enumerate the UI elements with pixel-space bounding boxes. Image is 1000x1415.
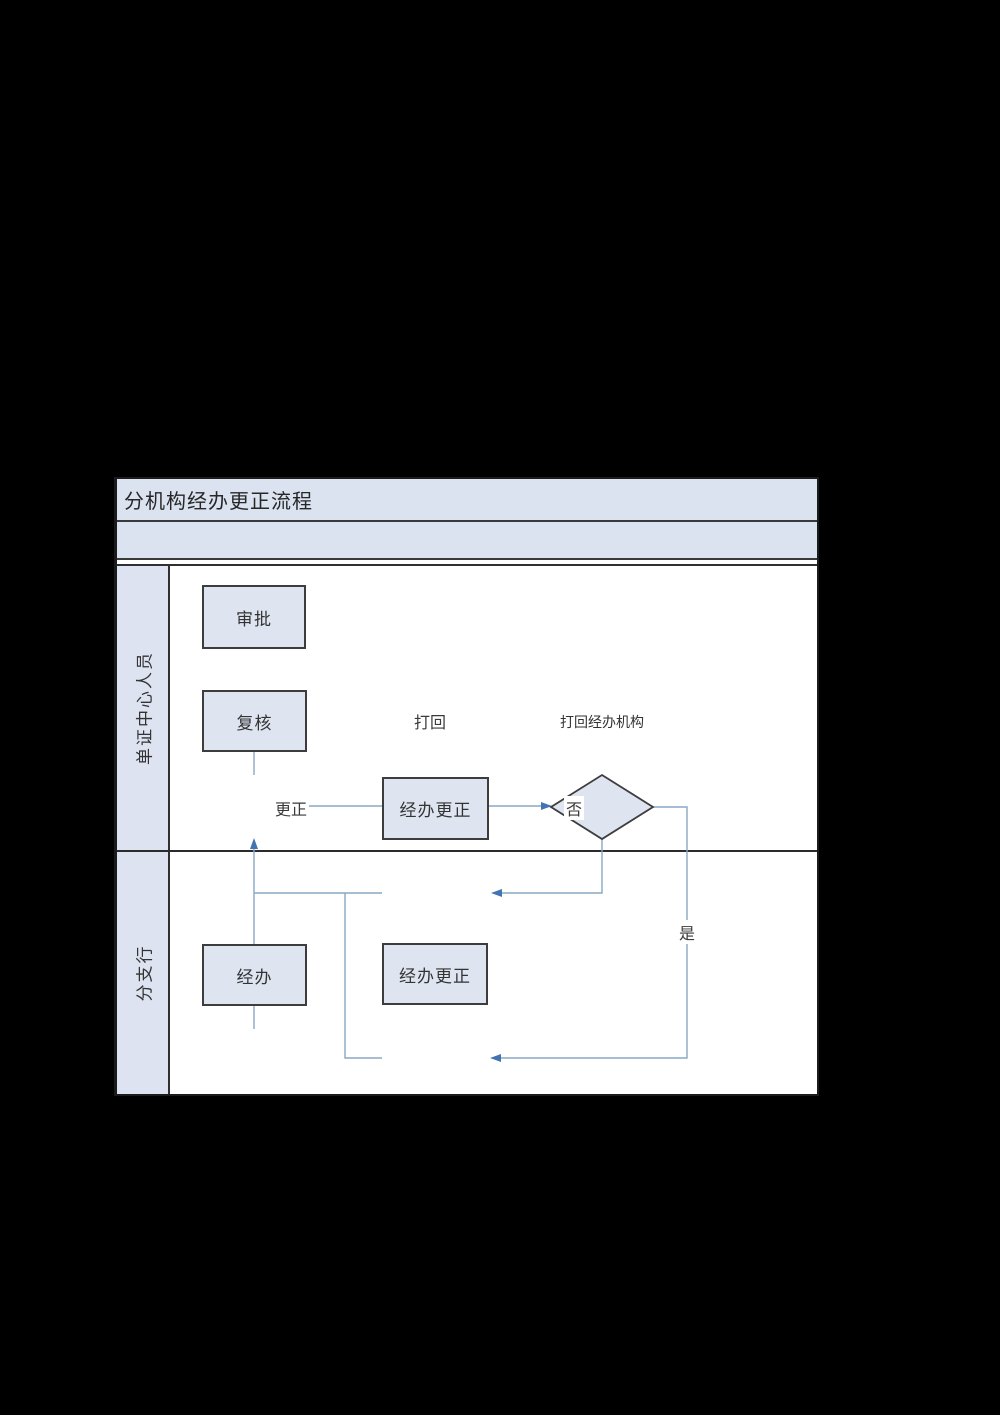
diagram-title: 分机构经办更正流程 (124, 491, 313, 513)
node-decision-label: 打回经办机构 (560, 716, 644, 731)
edge-decision-yes (500, 806, 688, 1059)
arrowhead-into-upper-correction (491, 889, 502, 897)
arrowhead-into-decision (541, 802, 552, 810)
edge-lower-correction-up (344, 893, 382, 1059)
node-correction-upper-label: 经办更正 (399, 801, 472, 820)
title-band: 分机构经办更正流程 (117, 479, 817, 522)
node-correction-lower: 经办更正 (382, 943, 488, 1005)
edge-label-no: 否 (563, 796, 585, 820)
arrowhead-into-review (250, 838, 258, 849)
lane-divider (117, 850, 817, 852)
node-handle-label: 经办 (236, 967, 273, 987)
node-correction-upper: 经办更正 (382, 777, 489, 840)
edge-label-returned: 打回 (411, 709, 449, 733)
node-review-label: 复核 (236, 713, 273, 733)
arrowhead-into-lower-correction (490, 1054, 501, 1062)
swimlane-area: 单证中心人员 分支行 (117, 564, 817, 1094)
edge-label-yes: 是 (676, 920, 698, 944)
node-review: 复核 (202, 690, 307, 752)
edge-label-correct: 更正 (272, 796, 310, 820)
node-handle: 经办 (202, 944, 307, 1006)
flowchart-page: 分机构经办更正流程 单证中心人员 分支行 (114, 477, 819, 1096)
node-correction-lower-label: 经办更正 (399, 966, 471, 986)
edge-decision-no (501, 839, 603, 894)
lane-label-column (117, 566, 170, 1094)
band-gap (117, 560, 817, 564)
subtitle-band (117, 522, 817, 560)
node-approve-label: 审批 (236, 609, 272, 629)
node-approve: 审批 (202, 585, 306, 649)
